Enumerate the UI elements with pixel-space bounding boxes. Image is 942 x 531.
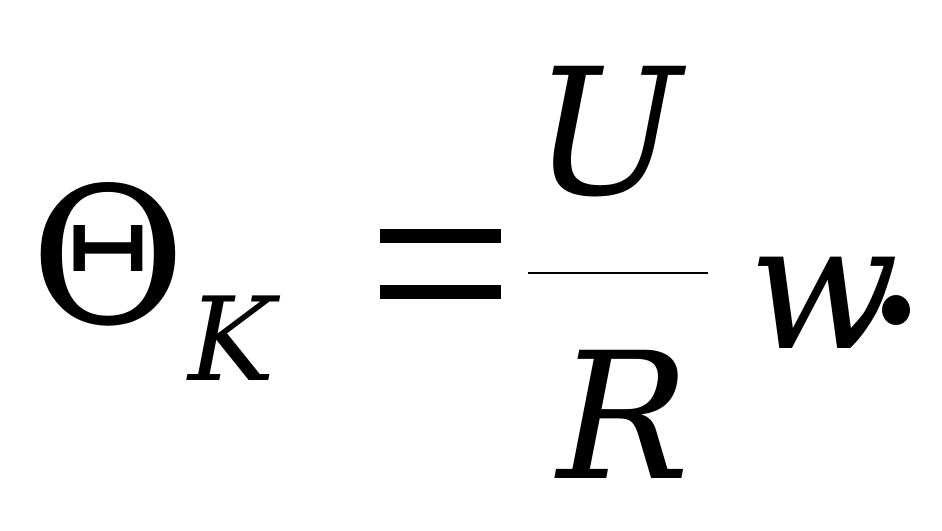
equals-bar-top [380,229,501,243]
theta-symbol: Θ [30,147,186,368]
factor-w: w [748,185,899,390]
fraction-denominator: R [557,315,690,520]
subscript-k: K [188,273,275,408]
equals-bar-bottom [380,285,501,299]
fraction-bar [528,272,708,274]
fraction-numerator: U [533,31,682,236]
period [882,295,910,325]
